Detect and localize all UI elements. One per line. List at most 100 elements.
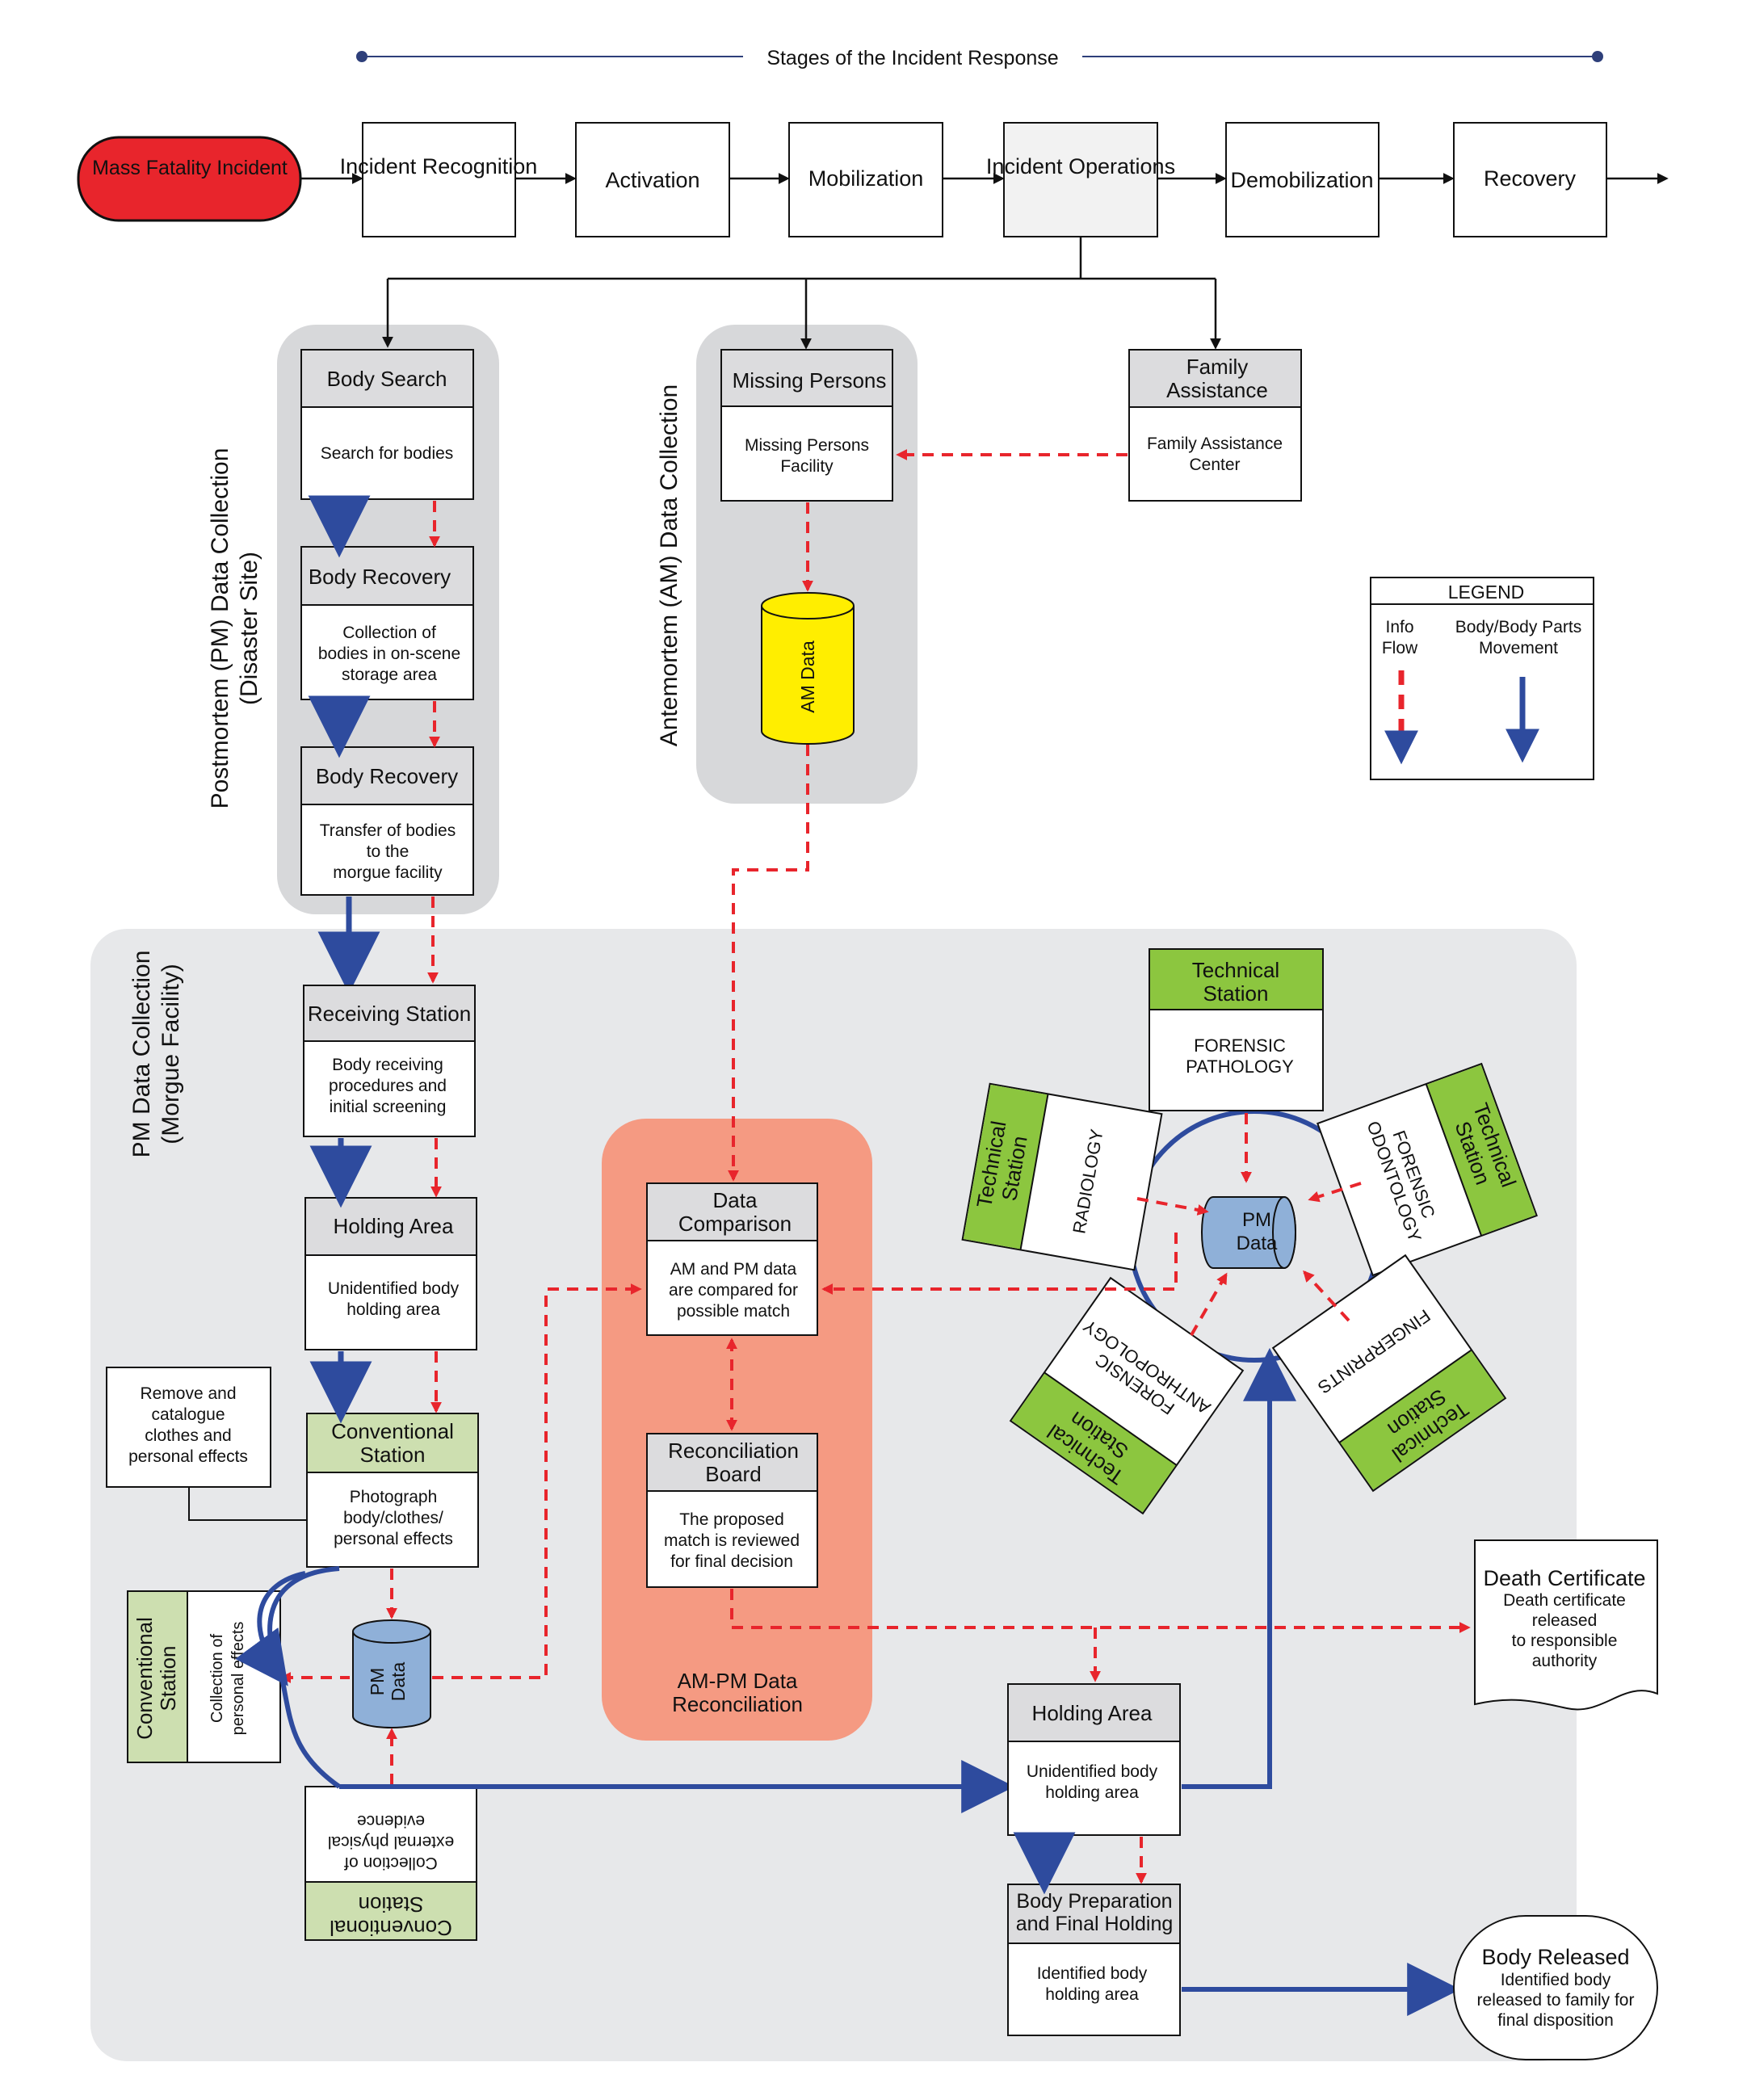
stage-recovery[interactable] xyxy=(1453,122,1607,237)
body-recovery-1-title: Body Recovery xyxy=(309,565,451,589)
holding-area-final-title: Holding Area xyxy=(1032,1701,1153,1725)
body-search-text: Search for bodies xyxy=(321,444,454,463)
receiving-station-title: Receiving Station xyxy=(308,1002,471,1026)
stage-recognition-label-lines: Incident Recognition xyxy=(340,154,538,178)
death-certificate-title: Death Certificate xyxy=(1483,1566,1645,1590)
header-title: Stages of the Incident Response xyxy=(766,47,1058,69)
body-recovery-2-title: Body Recovery xyxy=(316,764,458,788)
stage-recovery-label: Recovery xyxy=(1484,166,1577,191)
conventional-station-left-title: ConventionalStation xyxy=(132,1617,180,1740)
am-section: Antemortem (AM) Data Collection Missing … xyxy=(656,349,1302,1182)
conventional-station-left-title-lines: ConventionalStation xyxy=(132,1617,180,1740)
stage-demobilization[interactable] xyxy=(1225,122,1380,237)
morgue-section: PM Data Collection(Morgue Facility) Rece… xyxy=(106,951,1015,1941)
stages-header: Stages of the Incident Response xyxy=(356,47,1603,69)
holding-area-title: Holding Area xyxy=(334,1214,454,1238)
stages-row: Mass Fatality Incident Incident Recognit… xyxy=(77,122,1669,350)
morgue-label: PM Data Collection(Morgue Facility) xyxy=(128,951,184,1158)
death-certificate-doc[interactable] xyxy=(1474,1539,1658,1711)
pm-disaster-site-label-lines: Postmortem (PM) Data Collection(Disaster… xyxy=(207,448,262,809)
conventional-station-bottom-text: Collection ofexternal physicalevidence xyxy=(328,1812,454,1872)
body-search-title: Body Search xyxy=(327,367,447,391)
stage-demobilization-label: Demobilization xyxy=(1230,168,1373,192)
stage-operations-label: Incident Operations xyxy=(986,154,1175,178)
body-search-text-lines: Search for bodies xyxy=(321,444,454,463)
body-released-box[interactable] xyxy=(1453,1915,1658,2060)
conventional-station-bottom-text-lines: Collection ofexternal physicalevidence xyxy=(328,1812,454,1872)
remove-catalogue-note xyxy=(106,1367,271,1488)
pm-data-morgue-label: PMData xyxy=(367,1662,409,1702)
am-label: Antemortem (AM) Data Collection xyxy=(656,384,682,746)
stage-activation-label: Activation xyxy=(605,168,699,192)
station-odontology[interactable]: TechnicalStation FORENSICODONTOLOGY xyxy=(1317,1062,1538,1277)
stage-activation[interactable] xyxy=(575,122,730,237)
morgue-label-lines: PM Data Collection(Morgue Facility) xyxy=(128,951,184,1158)
stage-recognition[interactable] xyxy=(362,122,516,237)
am-data-label: AM Data xyxy=(797,640,818,713)
pm-data-morgue-label-lines: PMData xyxy=(367,1662,409,1702)
stage-mobilization[interactable] xyxy=(788,122,943,237)
stage-mass-fatality-label: Mass Fatality Incident xyxy=(92,157,288,179)
stage-operations-label-lines: Incident Operations xyxy=(986,154,1175,178)
station-radiology[interactable]: TechnicalStation RADIOLOGY xyxy=(961,1082,1163,1271)
stage-operations[interactable] xyxy=(1003,122,1158,237)
pm-disaster-site-label: Postmortem (PM) Data Collection(Disaster… xyxy=(207,448,262,809)
stage-mobilization-label: Mobilization xyxy=(808,166,924,191)
am-data-database[interactable]: AM Data xyxy=(761,592,855,745)
stage-mass-fatality-label-lines: Mass Fatality Incident xyxy=(92,157,288,179)
stage-recognition-label: Incident Recognition xyxy=(340,154,538,178)
pm-data-database-morgue[interactable]: PMData xyxy=(352,1619,431,1728)
legend-title: LEGEND xyxy=(1448,582,1525,603)
